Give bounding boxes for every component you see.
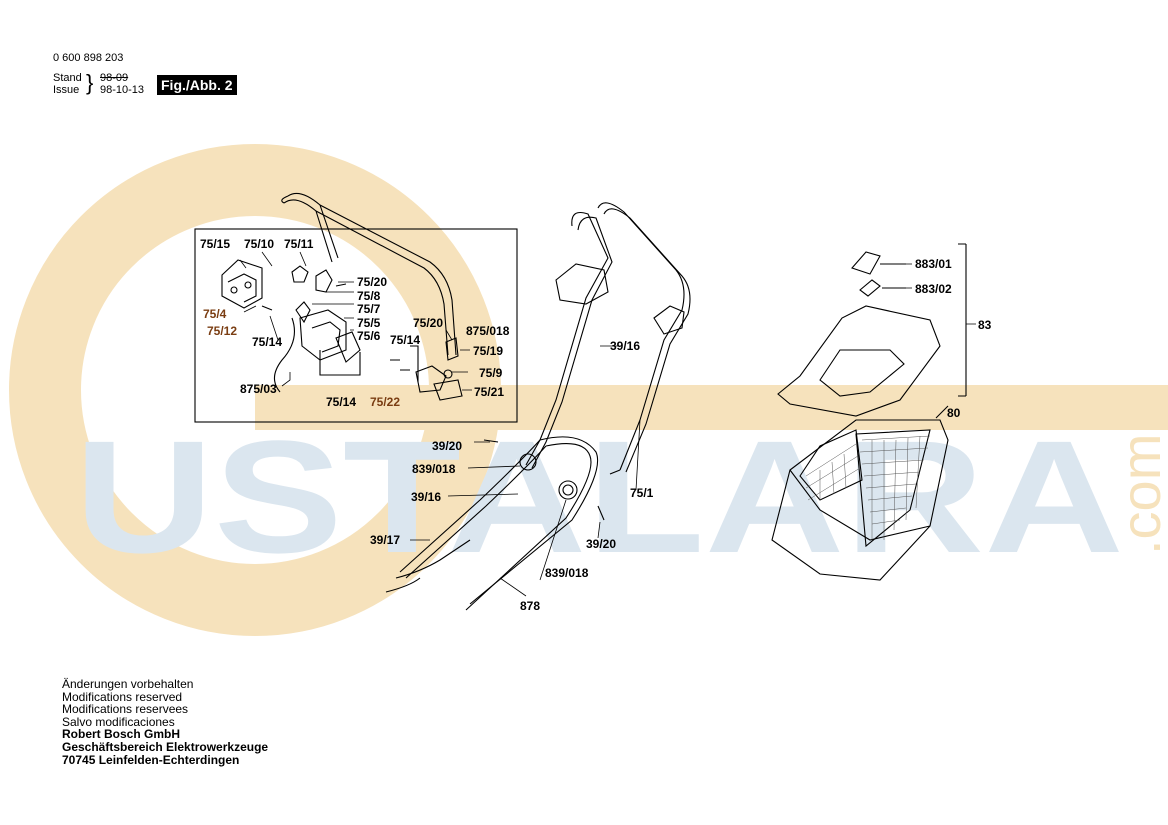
callout-883-02: 883/02 bbox=[915, 282, 952, 296]
grass-box-mesh bbox=[805, 435, 931, 540]
callout-39-16b: 39/16 bbox=[411, 490, 442, 504]
callout-839-018a: 839/018 bbox=[412, 462, 456, 476]
issue-label: Issue bbox=[53, 84, 80, 96]
bottom-frame bbox=[385, 436, 605, 611]
callout-75-14b: 75/14 bbox=[326, 395, 357, 409]
callout-75-21: 75/21 bbox=[474, 385, 505, 399]
callout-75-7: 75/7 bbox=[357, 302, 381, 316]
footer-line-de: Änderungen vorbehalten bbox=[62, 677, 194, 691]
callout-75-1: 75/1 bbox=[630, 486, 654, 500]
callout-875-018: 875/018 bbox=[466, 324, 510, 338]
switch-box bbox=[221, 259, 463, 401]
callout-839-018b: 839/018 bbox=[545, 566, 589, 580]
callout-75-12: 75/12 bbox=[207, 324, 238, 338]
callout-75-11: 75/11 bbox=[284, 237, 314, 251]
part-number: 0 600 898 203 bbox=[53, 52, 124, 64]
detail-frame bbox=[194, 228, 518, 423]
footer-address: 70745 Leinfelden-Echterdingen bbox=[62, 752, 240, 767]
callout-883-01: 883/01 bbox=[915, 257, 952, 271]
callout-39-20b: 39/20 bbox=[586, 537, 617, 551]
leader-lines bbox=[239, 251, 976, 597]
footer-line-en: Modifications reserved bbox=[62, 689, 183, 704]
lower-handle bbox=[525, 202, 691, 475]
callout-75-14c: 75/14 bbox=[390, 333, 421, 347]
footer-company: Robert Bosch GmbH bbox=[62, 727, 181, 742]
callout-75-22: 75/22 bbox=[370, 395, 401, 409]
footer-line-es: Salvo modificaciones bbox=[62, 714, 175, 729]
callout-39-17: 39/17 bbox=[370, 533, 401, 547]
callout-75-6: 75/6 bbox=[357, 329, 381, 343]
stand-label: Stand bbox=[53, 72, 82, 84]
brace: } bbox=[86, 70, 94, 95]
footer: Änderungen vorbehalten Modifications res… bbox=[62, 678, 268, 766]
callout-75-19: 75/19 bbox=[473, 344, 504, 358]
callout-75-20b: 75/20 bbox=[413, 316, 444, 330]
callout-75-15: 75/15 bbox=[200, 237, 231, 251]
callout-39-16a: 39/16 bbox=[610, 339, 641, 353]
figure-label: Fig./Abb. 2 bbox=[157, 75, 237, 95]
upper-handle bbox=[281, 192, 457, 356]
callout-75-10: 75/10 bbox=[244, 237, 275, 251]
callout-75-20a: 75/20 bbox=[357, 275, 388, 289]
callout-80: 80 bbox=[947, 406, 961, 420]
callout-75-9: 75/9 bbox=[479, 366, 503, 380]
callout-75-8: 75/8 bbox=[357, 289, 381, 303]
callout-75-14a: 75/14 bbox=[252, 335, 283, 349]
callout-875-03: 875/03 bbox=[240, 382, 277, 396]
callout-75-4: 75/4 bbox=[203, 307, 227, 321]
footer-line-fr: Modifications reservees bbox=[62, 702, 189, 717]
footer-division: Geschäftsbereich Elektrowerkzeuge bbox=[62, 739, 269, 754]
callout-83: 83 bbox=[978, 318, 992, 332]
grass-box bbox=[771, 243, 967, 581]
callout-75-5: 75/5 bbox=[357, 316, 381, 330]
callout-39-20a: 39/20 bbox=[432, 439, 463, 453]
issue-date: 98-10-13 bbox=[100, 84, 145, 96]
stand-date: 98-09 bbox=[100, 72, 129, 84]
callout-878: 878 bbox=[520, 599, 541, 613]
